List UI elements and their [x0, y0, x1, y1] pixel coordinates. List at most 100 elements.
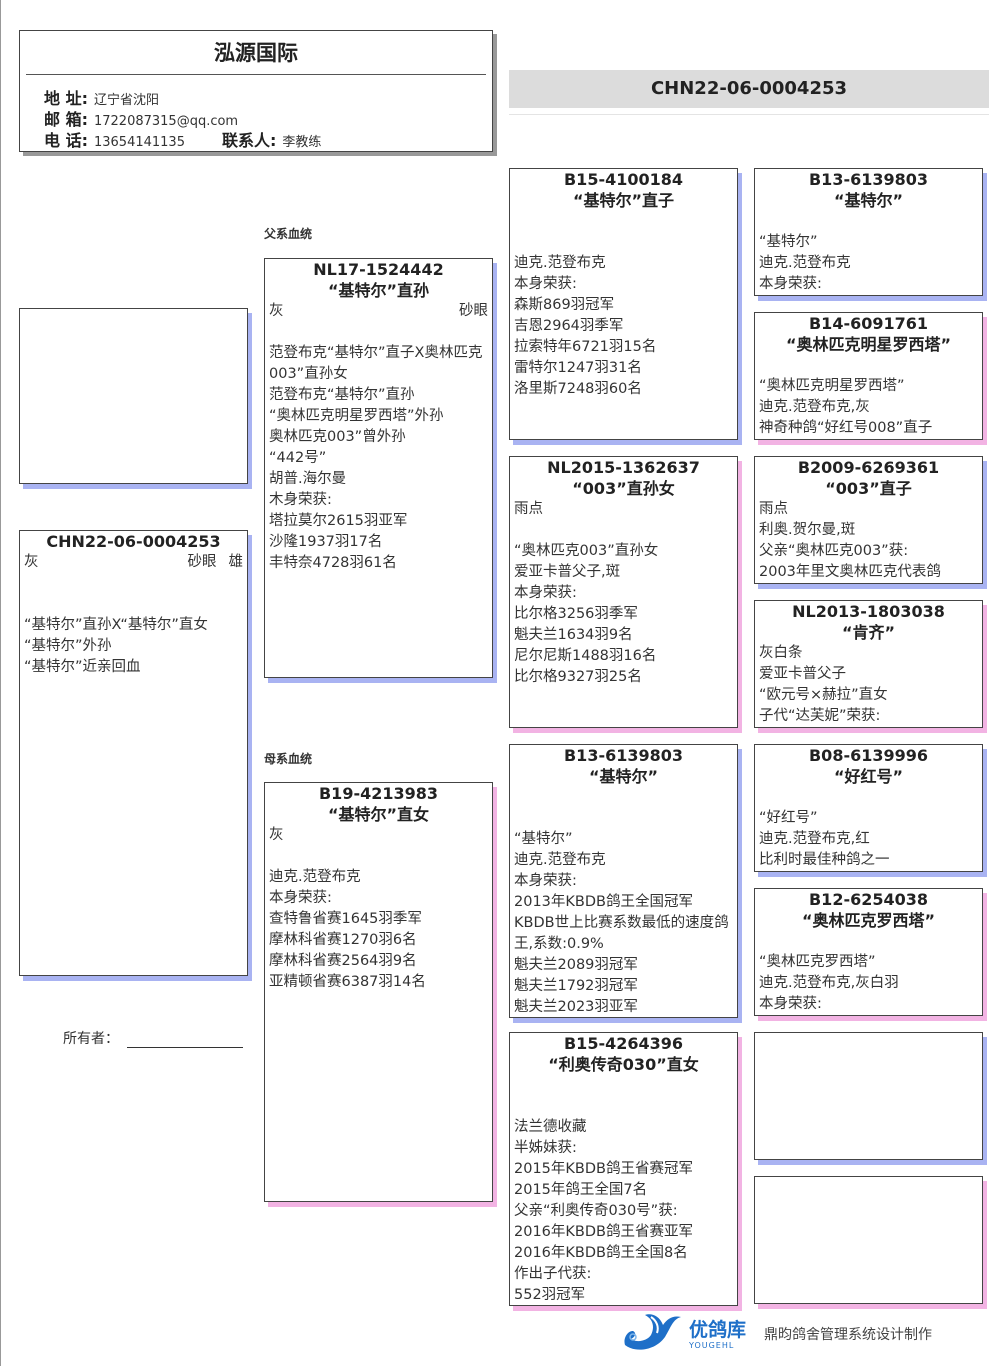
pedigree-line [24, 573, 243, 594]
pigeon-name: “奥林匹克罗西塔” [801, 911, 936, 930]
pedigree-line [759, 787, 978, 808]
pigeon-name: “基特尔”直子 [572, 191, 675, 210]
pedigree-line: 亚精顿省赛6387羽14名 [269, 974, 426, 990]
pedigree-line: “基特尔” [514, 831, 573, 847]
pedigree-line: 父亲“奥林匹克003”获: [759, 543, 909, 559]
pigeon-name: “利奥传奇030”直女 [548, 1055, 699, 1074]
pedigree-line: 神奇种鸽“好红号008”直子 [759, 420, 933, 436]
pedigree-line: 胡普.海尔曼 [269, 471, 347, 487]
pedigree-line: 2016年KBDB鸽王全国8名 [514, 1245, 688, 1261]
pedigree-line: 爱亚卡普父子 [759, 666, 846, 682]
pigeon-name: “肯齐” [841, 623, 896, 642]
email-value: 1722087315@qq.com [93, 114, 239, 129]
color-eye-sex-row: 灰砂眼雄 [24, 552, 243, 573]
pedigree-line: 雨点 [514, 501, 543, 517]
pedigree-title-ring: CHN22-06-0004253 [509, 70, 989, 108]
address-row: 地 址:辽宁省沈阳 [44, 85, 159, 109]
divider [509, 114, 989, 115]
pedigree-line: 本身荣获: [514, 276, 577, 292]
contact-value: 李教练 [282, 135, 322, 150]
pedigree-line: 2015年KBDB鸽王省赛冠军 [514, 1161, 693, 1177]
brand: 优鸽库 YOUGEHL [689, 1319, 746, 1350]
pedigree-line [514, 787, 733, 808]
eye-type: 砂眼 [459, 303, 488, 319]
pigeon-card-dam[interactable]: B19-4213983“基特尔”直女灰迪克.范登布克本身荣获:查特鲁省赛1645… [264, 782, 493, 1202]
ring-number: B12-6254038 [808, 890, 929, 909]
pigeon-card-ss[interactable]: B15-4100184“基特尔”直子迪克.范登布克本身荣获:森斯869羽冠军吉恩… [509, 168, 738, 440]
loft-header-card: 泓源国际 地 址:辽宁省沈阳 邮 箱:1722087315@qq.com 电 话… [19, 30, 493, 152]
pigeon-card-sdd[interactable]: NL2013-1803038“肯齐”灰白条爱亚卡普父子“欧元号×赫拉”直女子代“… [754, 600, 983, 728]
pigeon-card-dss[interactable]: B08-6139996“好红号”“好红号”迪克.范登布克,红比利时最佳种鸽之一 [754, 744, 983, 872]
pedigree-line: 552羽冠军 [514, 1287, 586, 1303]
pigeon-card-dds[interactable] [754, 1032, 983, 1160]
pedigree-line: 雨点 [759, 501, 788, 517]
pedigree-line: 本身荣获: [514, 585, 577, 601]
pigeon-card-dsd[interactable]: B12-6254038“奥林匹克罗西塔”“奥林匹克罗西塔”迪克.范登布克,灰白羽… [754, 888, 983, 1016]
pedigree-line: 魁夫兰2023羽亚军 [514, 999, 638, 1015]
yougehl-logo-icon [621, 1311, 683, 1357]
pedigree-line: 拉索特年6721羽15名 [514, 339, 657, 355]
pedigree-line: 2013年KBDB鸽王全国冠军 [514, 894, 693, 910]
ring-number: B19-4213983 [318, 784, 439, 803]
pedigree-line [759, 355, 978, 376]
owner-field: 所有者： [63, 1028, 243, 1048]
ring-number: B08-6139996 [808, 746, 929, 765]
pedigree-line: 摩林科省赛2564羽9名 [269, 953, 417, 969]
pigeon-card-ddd[interactable] [754, 1176, 983, 1304]
pigeon-card-dd[interactable]: B15-4264396“利奥传奇030”直女法兰德收藏半姊妹获:2015年KBD… [509, 1032, 738, 1306]
pigeon-name: “奥林匹克明星罗西塔” [785, 335, 952, 354]
phone-value: 13654141135 [93, 135, 185, 150]
pedigree-line: “奥林匹克明星罗西塔” [759, 378, 905, 394]
pedigree-line: 子代“达芙妮”荣获: [759, 708, 881, 724]
ring-number: B13-6139803 [563, 746, 684, 765]
pedigree-line: 森斯869羽冠军 [514, 297, 615, 313]
phone-label: 电 话: [44, 131, 88, 150]
pedigree-line [514, 808, 733, 829]
pedigree-line: “奥林匹克003”直孙女 [514, 543, 659, 559]
pedigree-line: “好红号” [759, 810, 818, 826]
pedigree-line: 洛里斯7248羽60名 [514, 381, 642, 397]
contact-label: 联系人: [221, 131, 277, 150]
pedigree-line: “基特尔”外孙 [24, 638, 112, 654]
ring-number: CHN22-06-0004253 [46, 532, 221, 551]
pedigree-line: 迪克.范登布克,红 [759, 831, 870, 847]
pedigree-line: 作出子代获: [514, 1266, 592, 1282]
pedigree-line: 丰特奈4728羽61名 [269, 555, 397, 571]
ring-number: B13-6139803 [808, 170, 929, 189]
pedigree-line: KBDB世上比赛系数最低的速度鸽王,系数:0.9% [514, 915, 729, 952]
pedigree-line: “奥林匹克罗西塔” [759, 954, 876, 970]
dam-line-label: 母系血统 [264, 752, 313, 766]
pigeon-card-sss[interactable]: B13-6139803“基特尔”“基特尔”迪克.范登布克本身荣获: [754, 168, 983, 296]
pigeon-card-sire[interactable]: NL17-1524442“基特尔”直孙灰砂眼范登布克“基特尔”直子X奥林匹克00… [264, 258, 493, 678]
brand-name: 优鸽库 [689, 1318, 747, 1341]
brand-name-en: YOUGEHL [689, 1340, 735, 1350]
pedigree-line: “基特尔”直孙X“基特尔”直女 [24, 617, 208, 633]
pigeon-name: “基特尔”直孙 [327, 281, 430, 300]
credit-text: 鼎昀鸽舍管理系统设计制作 [764, 1327, 933, 1343]
pedigree-line: 尼尔尼斯1488羽16名 [514, 648, 657, 664]
color-eye-sex-row: 灰砂眼 [269, 301, 488, 322]
pedigree-line [514, 232, 733, 253]
ring-number: NL17-1524442 [313, 260, 444, 279]
pigeon-card-ssd[interactable]: B14-6091761“奥林匹克明星罗西塔”“奥林匹克明星罗西塔”迪克.范登布克… [754, 312, 983, 440]
pedigree-line: 迪克.范登布克 [269, 869, 361, 885]
pedigree-line: “基特尔” [759, 234, 818, 250]
pedigree-line: “奥林匹克明星罗西塔”外孙 [269, 408, 444, 424]
pigeon-name: “基特尔” [588, 767, 659, 786]
pigeon-card-sds[interactable]: B2009-6269361“003”直子雨点利奥.贺尔曼,斑父亲“奥林匹克003… [754, 456, 983, 584]
pedigree-line: 雷特尔1247羽31名 [514, 360, 642, 376]
pigeon-name: “好红号” [833, 767, 904, 786]
divider [26, 74, 486, 75]
pedigree-line: 本身荣获: [759, 276, 822, 292]
pedigree-line: 利奥.贺尔曼,斑 [759, 522, 856, 538]
pedigree-line: 迪克.范登布克 [514, 255, 606, 271]
pedigree-line: 法兰德收藏 [514, 1119, 587, 1135]
pigeon-card-ds[interactable]: B13-6139803“基特尔”“基特尔”迪克.范登布克本身荣获:2013年KB… [509, 744, 738, 1018]
pigeon-card-sd[interactable]: NL2015-1362637“003”直孙女雨点“奥林匹克003”直孙女爱亚卡普… [509, 456, 738, 728]
ring-number: B2009-6269361 [797, 458, 940, 477]
pigeon-card-photo[interactable] [19, 308, 248, 484]
pedigree-line: 父亲“利奥传奇030号”获: [514, 1203, 678, 1219]
sex: 雄 [228, 554, 244, 570]
sire-line-label: 父系血统 [264, 227, 313, 241]
